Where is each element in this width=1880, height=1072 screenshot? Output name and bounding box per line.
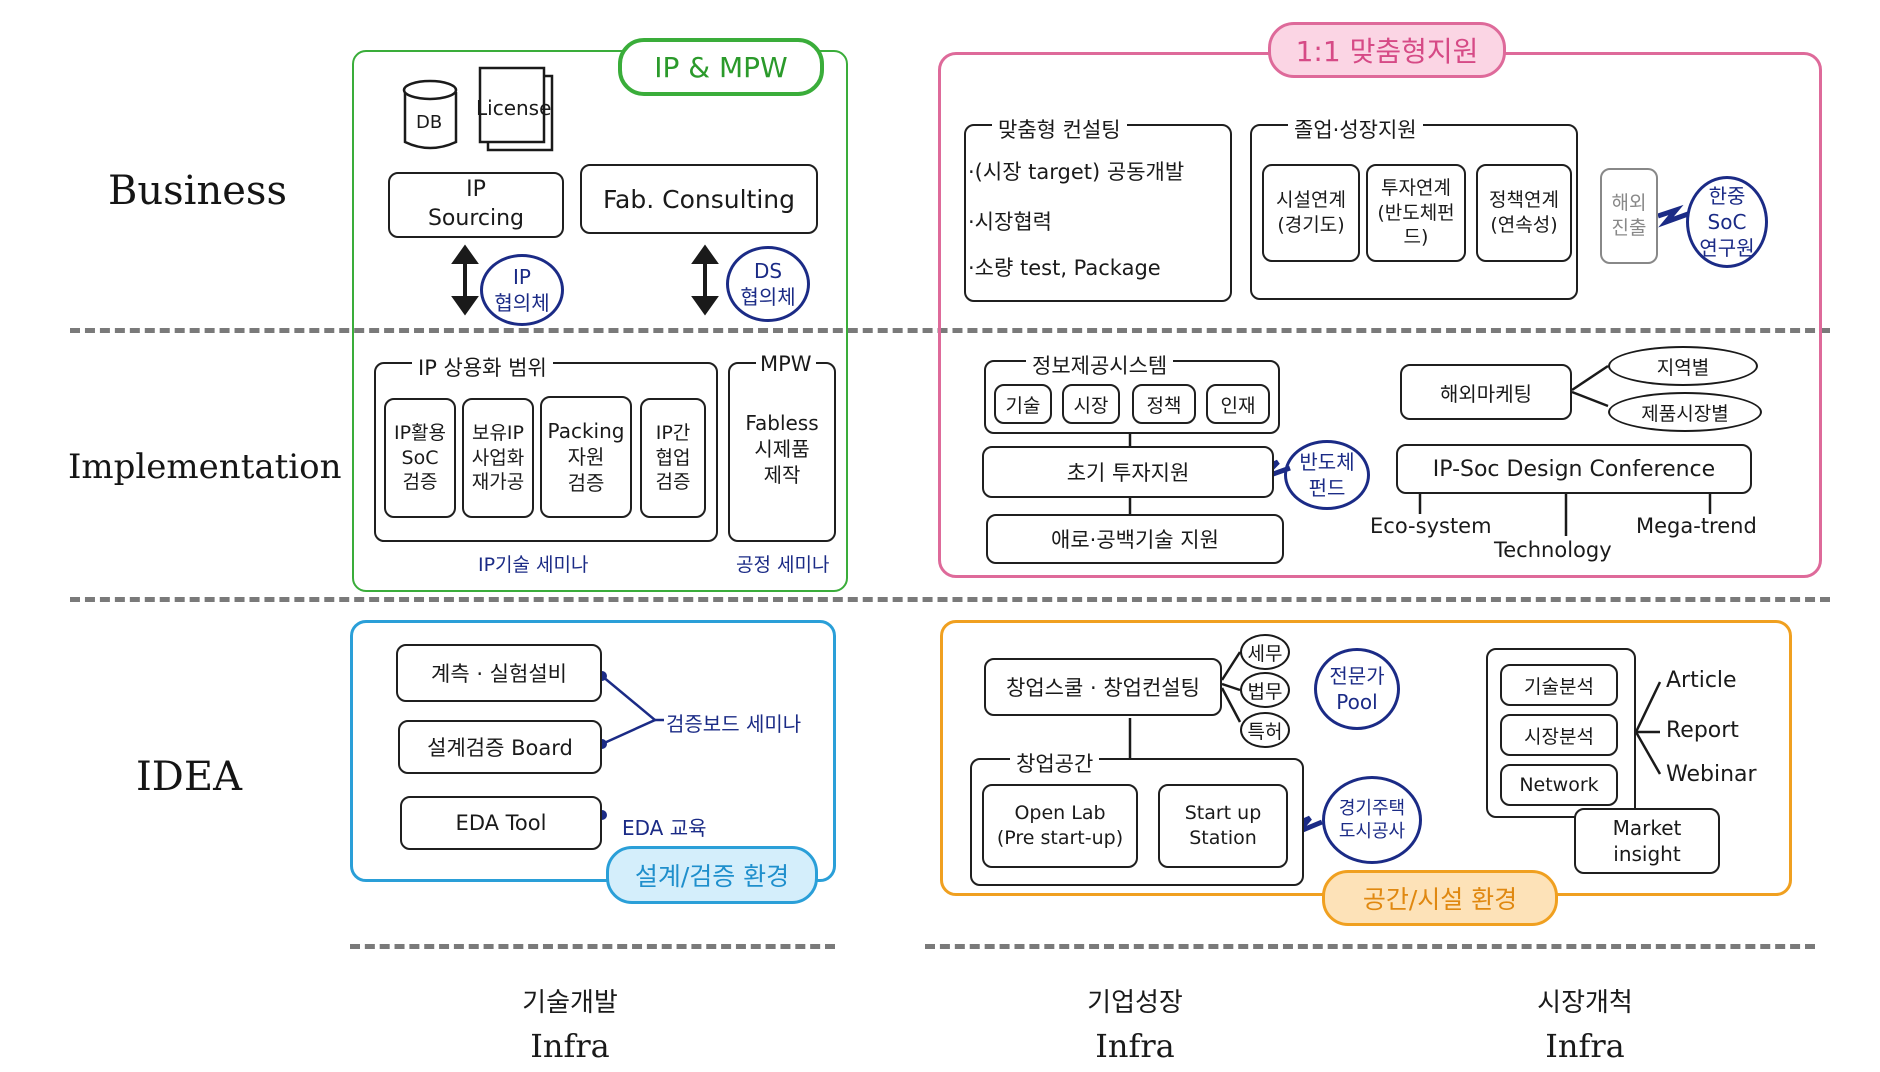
info-item-tech: 기술 [994, 384, 1052, 424]
gyeonggi-circle: 경기주택 도시공사 [1322, 776, 1422, 864]
market-item-tech: 기술분석 [1500, 664, 1618, 706]
eco-system-label: Eco-system [1370, 514, 1492, 538]
output-report: Report [1666, 718, 1739, 743]
column-bottom-market: Infra [1545, 1027, 1625, 1065]
ip-mpw-panel [352, 50, 848, 592]
consulting-item-target: ·(시장 target) 공동개발 [968, 160, 1185, 184]
korea-china-link-icon [1657, 204, 1689, 228]
column-top-market: 시장개척 [1537, 988, 1633, 1018]
divider-impl-idea [70, 597, 1830, 602]
growth-support-title: 졸업·성장지원 [1288, 114, 1423, 144]
db-label: DB [416, 112, 443, 133]
ip-scope-item-packing: Packing 자원 검증 [540, 396, 632, 518]
growth-item-policy: 정책연계 (연속성) [1476, 164, 1572, 262]
startup-branches [1220, 651, 1242, 723]
ds-council-circle: DS 협의체 [726, 246, 810, 322]
eda-edu-label: EDA 교육 [622, 816, 707, 840]
process-seminar-label: 공정 세미나 [736, 554, 830, 576]
market-item-network: Network [1500, 764, 1618, 806]
row-label-idea: IDEA [136, 754, 242, 800]
by-region-oval: 지역별 [1608, 346, 1758, 386]
ip-scope-title: IP 상용화 범위 [412, 352, 553, 382]
early-invest-box: 초기 투자지원 [982, 446, 1274, 498]
consulting-item-test: ·소량 test, Package [968, 256, 1161, 280]
marketing-branches [1571, 364, 1609, 408]
board-seminar-label: 검증보드 세미나 [666, 712, 802, 736]
info-item-policy: 정책 [1132, 384, 1196, 424]
design-item-eda: EDA Tool [400, 796, 602, 850]
custom-consulting-title: 맞춤형 컨설팅 [992, 114, 1127, 144]
bottleneck-box: 애로·공백기술 지원 [986, 514, 1284, 564]
row-label-business: Business [108, 168, 287, 214]
ip-scope-item-reuse: 보유IP 사업화 재가공 [462, 398, 534, 518]
conference-box: IP-Soc Design Conference [1396, 444, 1752, 494]
output-article: Article [1666, 668, 1737, 693]
info-item-market: 시장 [1062, 384, 1120, 424]
tax-oval: 세무 [1240, 634, 1290, 670]
column-bottom-tech: Infra [530, 1027, 610, 1065]
startup-school-box: 창업스쿨 · 창업컨설팅 [984, 658, 1222, 716]
mpw-panel [728, 362, 836, 542]
custom-consulting-panel [964, 124, 1232, 302]
info-item-talent: 인재 [1206, 384, 1270, 424]
mega-trend-label: Mega-trend [1636, 514, 1757, 538]
column-bottom-growth: Infra [1095, 1027, 1175, 1065]
overseas-box: 해외 진출 [1600, 168, 1658, 264]
one-to-one-tag: 1:1 맞춤형지원 [1268, 22, 1506, 78]
fab-consulting-box: Fab. Consulting [580, 164, 818, 234]
market-item-market: 시장분석 [1500, 714, 1618, 756]
design-env-panel [350, 620, 836, 882]
growth-item-facility: 시설연계 (경기도) [1262, 164, 1360, 262]
growth-item-invest: 투자연계 (반도체펀드) [1366, 164, 1466, 262]
consulting-item-market: ·시장협력 [968, 210, 1052, 234]
column-label-market: 시장개척 Infra [1505, 982, 1665, 1065]
ds-council-arrow-icon [691, 244, 719, 316]
design-item-measure: 계측 · 실험설비 [396, 644, 602, 702]
ip-sourcing-box: IP Sourcing [388, 172, 564, 238]
divider-business-impl [70, 328, 1830, 333]
technology-label: Technology [1494, 538, 1612, 562]
ip-seminar-label: IP기술 세미나 [478, 554, 589, 576]
by-product-oval: 제품시장별 [1608, 392, 1762, 432]
divider-idea-infra-2 [925, 944, 1815, 949]
design-item-board: 설계검증 Board [398, 720, 602, 774]
column-label-tech: 기술개발 Infra [490, 982, 650, 1065]
market-insight-box: Market insight [1574, 808, 1720, 874]
license-doc-icon [478, 66, 554, 152]
db-cylinder-icon [402, 79, 458, 150]
divider-idea-infra-1 [350, 944, 835, 949]
mpw-title: MPW [756, 352, 816, 376]
row-label-implementation: Implementation [68, 447, 342, 487]
conference-branches [1418, 494, 1712, 536]
expert-pool-circle: 전문가 Pool [1314, 648, 1400, 730]
space-env-tag: 공간/시설 환경 [1322, 870, 1558, 926]
mpw-item: Fabless 시제품 제작 [745, 411, 819, 487]
info-system-title: 정보제공시스템 [1026, 350, 1174, 380]
market-branches [1634, 681, 1662, 775]
column-label-growth: 기업성장 Infra [1055, 982, 1215, 1065]
ip-scope-item-collab: IP간 협업 검증 [640, 398, 706, 518]
column-top-growth: 기업성장 [1087, 988, 1183, 1018]
korea-china-circle: 한중 SoC 연구원 [1686, 176, 1768, 268]
startup-space-title: 창업공간 [1010, 748, 1100, 778]
overseas-marketing-box: 해외마케팅 [1400, 364, 1572, 420]
startup-station-box: Start up Station [1158, 784, 1288, 868]
design-env-tag: 설계/검증 환경 [606, 846, 818, 904]
ip-council-circle: IP 협의체 [480, 254, 564, 326]
ip-scope-item-soc: IP활용 SoC 검증 [384, 398, 456, 518]
board-seminar-bracket [601, 675, 664, 746]
law-oval: 법무 [1240, 672, 1290, 708]
ip-council-arrow-icon [451, 244, 479, 316]
license-label: License [476, 96, 552, 120]
ip-mpw-tag: IP & MPW [618, 38, 824, 96]
semi-fund-circle: 반도체 펀드 [1284, 440, 1370, 510]
open-lab-box: Open Lab (Pre start-up) [982, 784, 1138, 868]
column-top-tech: 기술개발 [522, 988, 618, 1018]
output-webinar: Webinar [1666, 762, 1757, 787]
patent-oval: 특허 [1240, 712, 1290, 748]
